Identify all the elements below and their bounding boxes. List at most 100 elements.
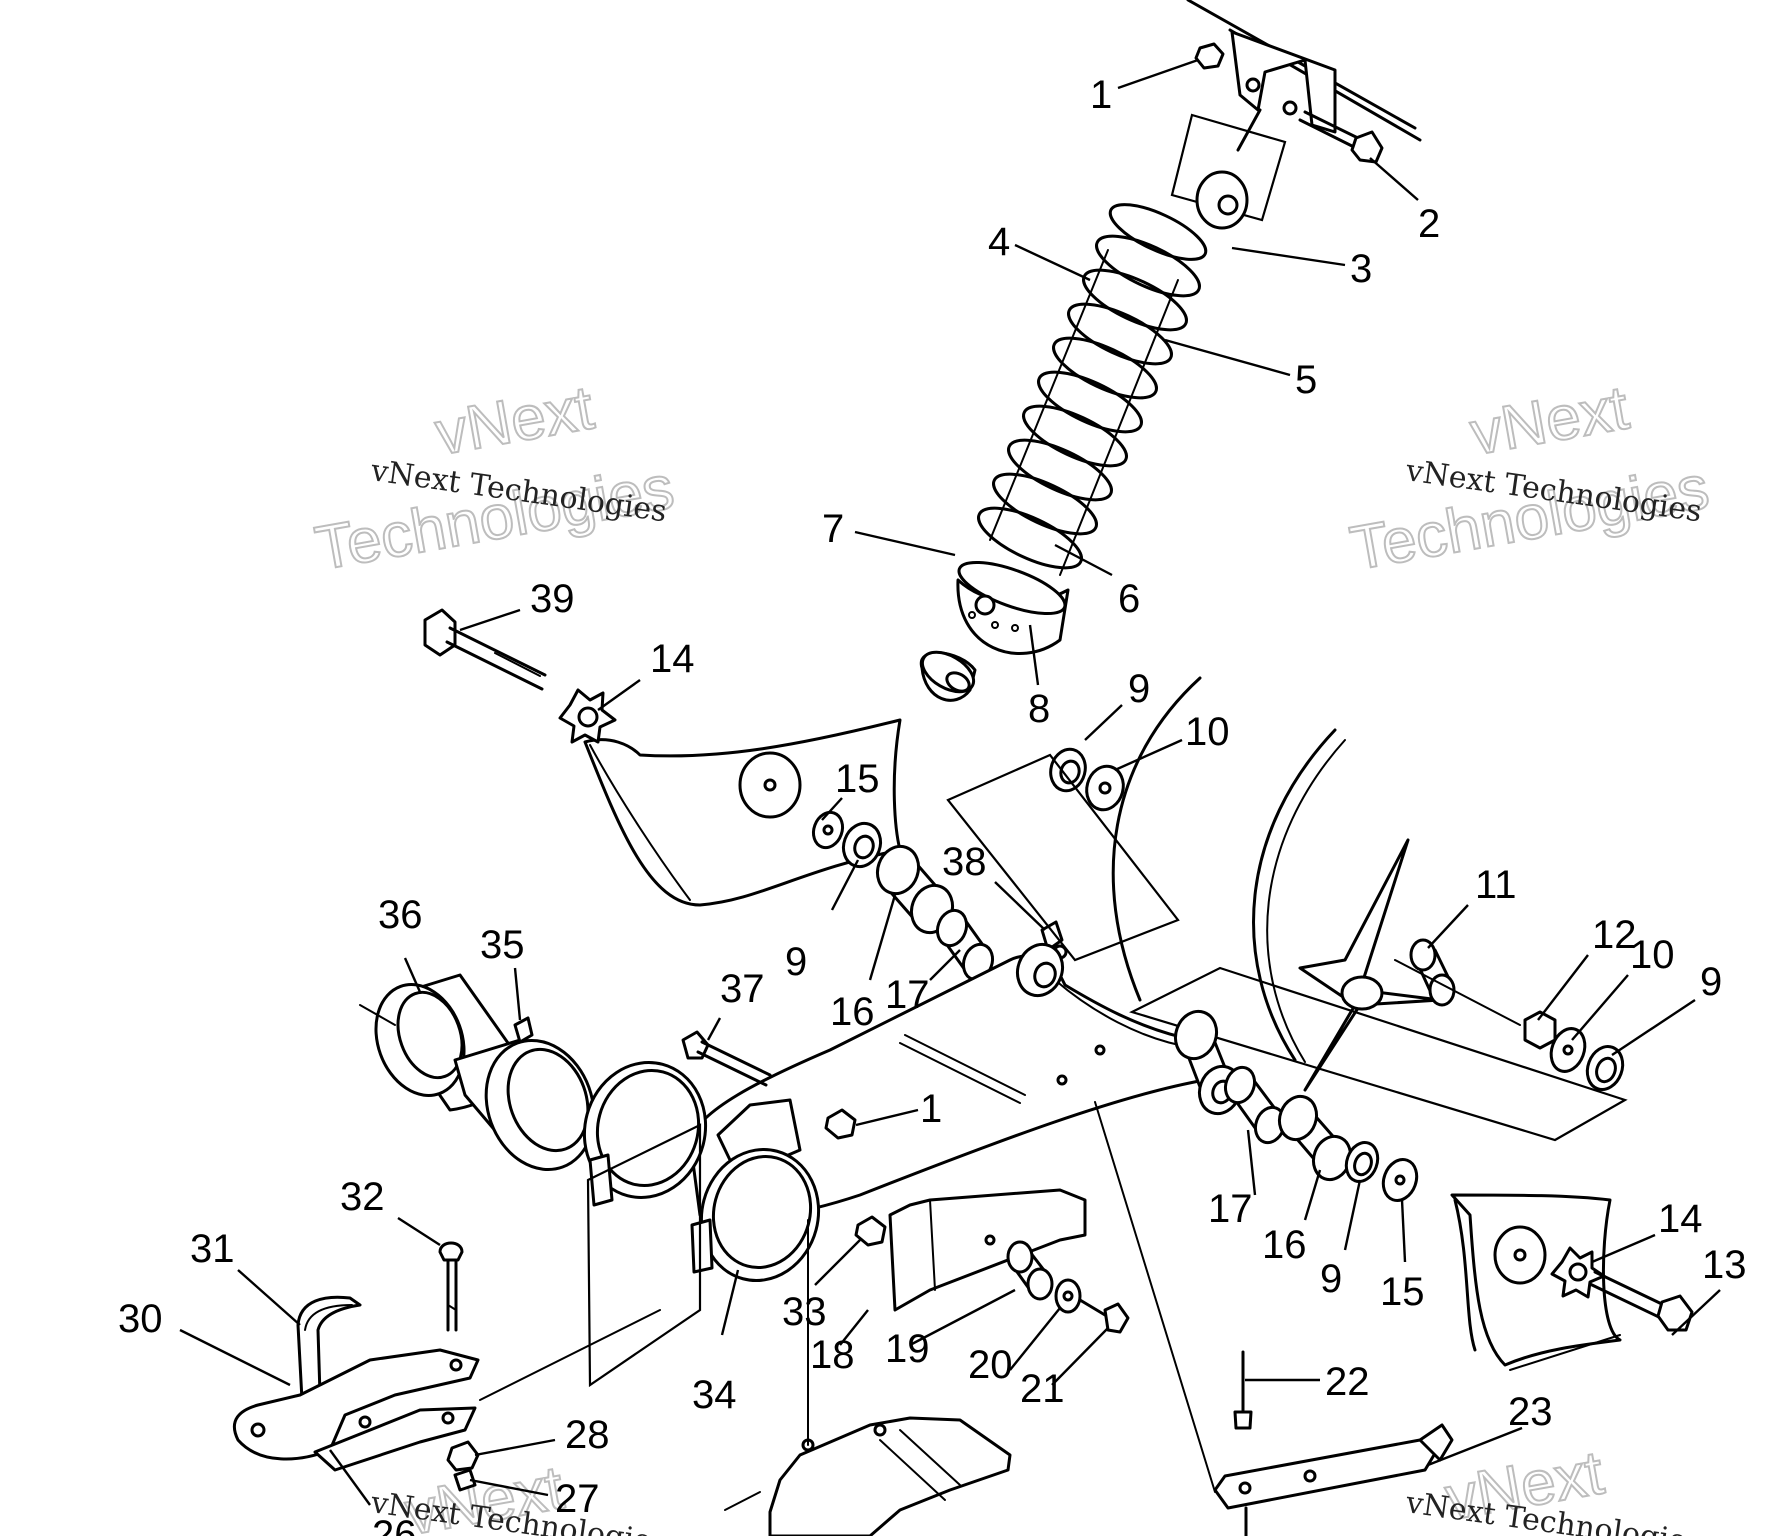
washer-9-upper [1049, 747, 1087, 793]
callout-17: 17 [1208, 1187, 1253, 1231]
frame-mount-bracket [1170, 0, 1422, 222]
callout-35: 35 [480, 923, 525, 967]
callout-26: 26 [372, 1513, 417, 1536]
callout-20: 20 [968, 1343, 1013, 1387]
plate-lower-left [586, 1123, 702, 1388]
callout-21: 21 [1020, 1367, 1065, 1411]
left-guard-plate [583, 718, 902, 907]
callout-5: 5 [1295, 358, 1317, 402]
lower-frame-member [724, 1219, 1012, 1536]
nut-1-lower [824, 1108, 857, 1140]
callout-16: 16 [1262, 1223, 1307, 1267]
bushing-17-left [935, 908, 995, 982]
pivot-bushing-36 [359, 973, 596, 1172]
callout-2: 2 [1418, 202, 1440, 246]
callout-19: 19 [885, 1327, 930, 1371]
right-guard-plate [1450, 1193, 1622, 1371]
wheel-hub-11 [1298, 838, 1456, 1092]
leader-axis-line [1094, 1101, 1216, 1493]
leader-bracket-line [479, 1309, 661, 1401]
bolt-2 [1298, 110, 1384, 164]
callout-10: 10 [1185, 710, 1230, 754]
callout-28: 28 [565, 1413, 610, 1457]
callout-14: 14 [650, 637, 695, 681]
bolt-37 [681, 1030, 772, 1087]
callout-37: 37 [720, 967, 765, 1011]
pin-22 [1233, 1350, 1253, 1430]
plate-upper-center [946, 753, 1180, 962]
bracket-26 [313, 1406, 477, 1472]
callout-4: 4 [988, 220, 1010, 264]
bushing-19 [1006, 1240, 1054, 1301]
bolt-32 [438, 1241, 464, 1332]
washer-10-right [1549, 1027, 1587, 1073]
bolt-21 [1078, 1298, 1130, 1334]
callout-6: 6 [1118, 577, 1140, 621]
callout-9: 9 [1320, 1257, 1342, 1301]
watermark-bottom-right: vNext vNext Technologies [1403, 1437, 1704, 1536]
star-washer-14-right [1550, 1246, 1606, 1299]
callout-38: 38 [942, 840, 987, 884]
callout-1: 1 [1090, 73, 1112, 117]
bushing-16-right [1277, 1094, 1353, 1182]
callout-12: 12 [1592, 913, 1637, 957]
callout-27: 27 [555, 1477, 600, 1521]
bracket-23 [1213, 1423, 1454, 1536]
callout-33: 33 [782, 1290, 827, 1334]
lower-mount-bracket [888, 1188, 1087, 1312]
callout-32: 32 [340, 1175, 385, 1219]
nut-1-top [1194, 42, 1225, 70]
washer-9-right [1585, 1045, 1625, 1091]
watermark-brand-top: vNext [430, 373, 598, 468]
star-washer-14-left [558, 688, 617, 744]
washer-15-right [1381, 1158, 1419, 1202]
callout-15: 15 [835, 757, 880, 801]
callout-39: 39 [530, 577, 575, 621]
clamp-left [582, 1061, 708, 1207]
callout-16: 16 [830, 990, 875, 1034]
callout-15: 15 [1380, 1270, 1425, 1314]
callout-18: 18 [810, 1333, 855, 1377]
callout-30: 30 [118, 1297, 163, 1341]
callout-13: 13 [1702, 1243, 1747, 1287]
callout-8: 8 [1028, 687, 1050, 731]
plate-right [1129, 966, 1628, 1142]
watermark-brand-top: vNext [1465, 373, 1633, 468]
callout-31: 31 [190, 1227, 235, 1271]
shock-absorber [919, 170, 1249, 702]
bolt-13 [1588, 1270, 1694, 1332]
bolt-27 [453, 1468, 477, 1492]
leader-lines [179, 58, 1721, 1506]
nut-28 [446, 1440, 480, 1472]
wheel-arc [1111, 676, 1346, 1063]
callout-36: 36 [378, 893, 423, 937]
washer-15-left [811, 810, 845, 850]
callout-9: 9 [1128, 667, 1150, 711]
watermark-right: vNext Technologies vNext Technologies [1344, 372, 1714, 584]
washer-20 [1054, 1278, 1082, 1314]
callout-23: 23 [1508, 1390, 1553, 1434]
watermark-left: vNext Technologies vNext Technologies [309, 372, 679, 584]
callout-7: 7 [822, 507, 844, 551]
callout-14: 14 [1658, 1197, 1703, 1241]
washer-10-upper [1085, 764, 1125, 812]
callout-3: 3 [1350, 247, 1372, 291]
callout-9: 9 [1700, 960, 1722, 1004]
coil-spring [977, 203, 1208, 576]
axle-line-right [1394, 959, 1521, 1026]
callout-22: 22 [1325, 1360, 1370, 1404]
bracket-30 [232, 1348, 480, 1461]
bushing-17-right [1223, 1065, 1287, 1145]
bracket-31 [296, 1295, 362, 1402]
callout-17: 17 [885, 973, 930, 1017]
nut-33 [854, 1215, 887, 1247]
callout-34: 34 [692, 1373, 737, 1417]
grease-fitting-35 [513, 1016, 534, 1044]
callout-11: 11 [1475, 863, 1517, 907]
callout-10: 10 [1630, 933, 1675, 977]
bolt-39 [423, 608, 547, 691]
callout-9: 9 [785, 940, 807, 984]
callout-1: 1 [920, 1087, 942, 1131]
washer-9-lower [1344, 1141, 1380, 1183]
